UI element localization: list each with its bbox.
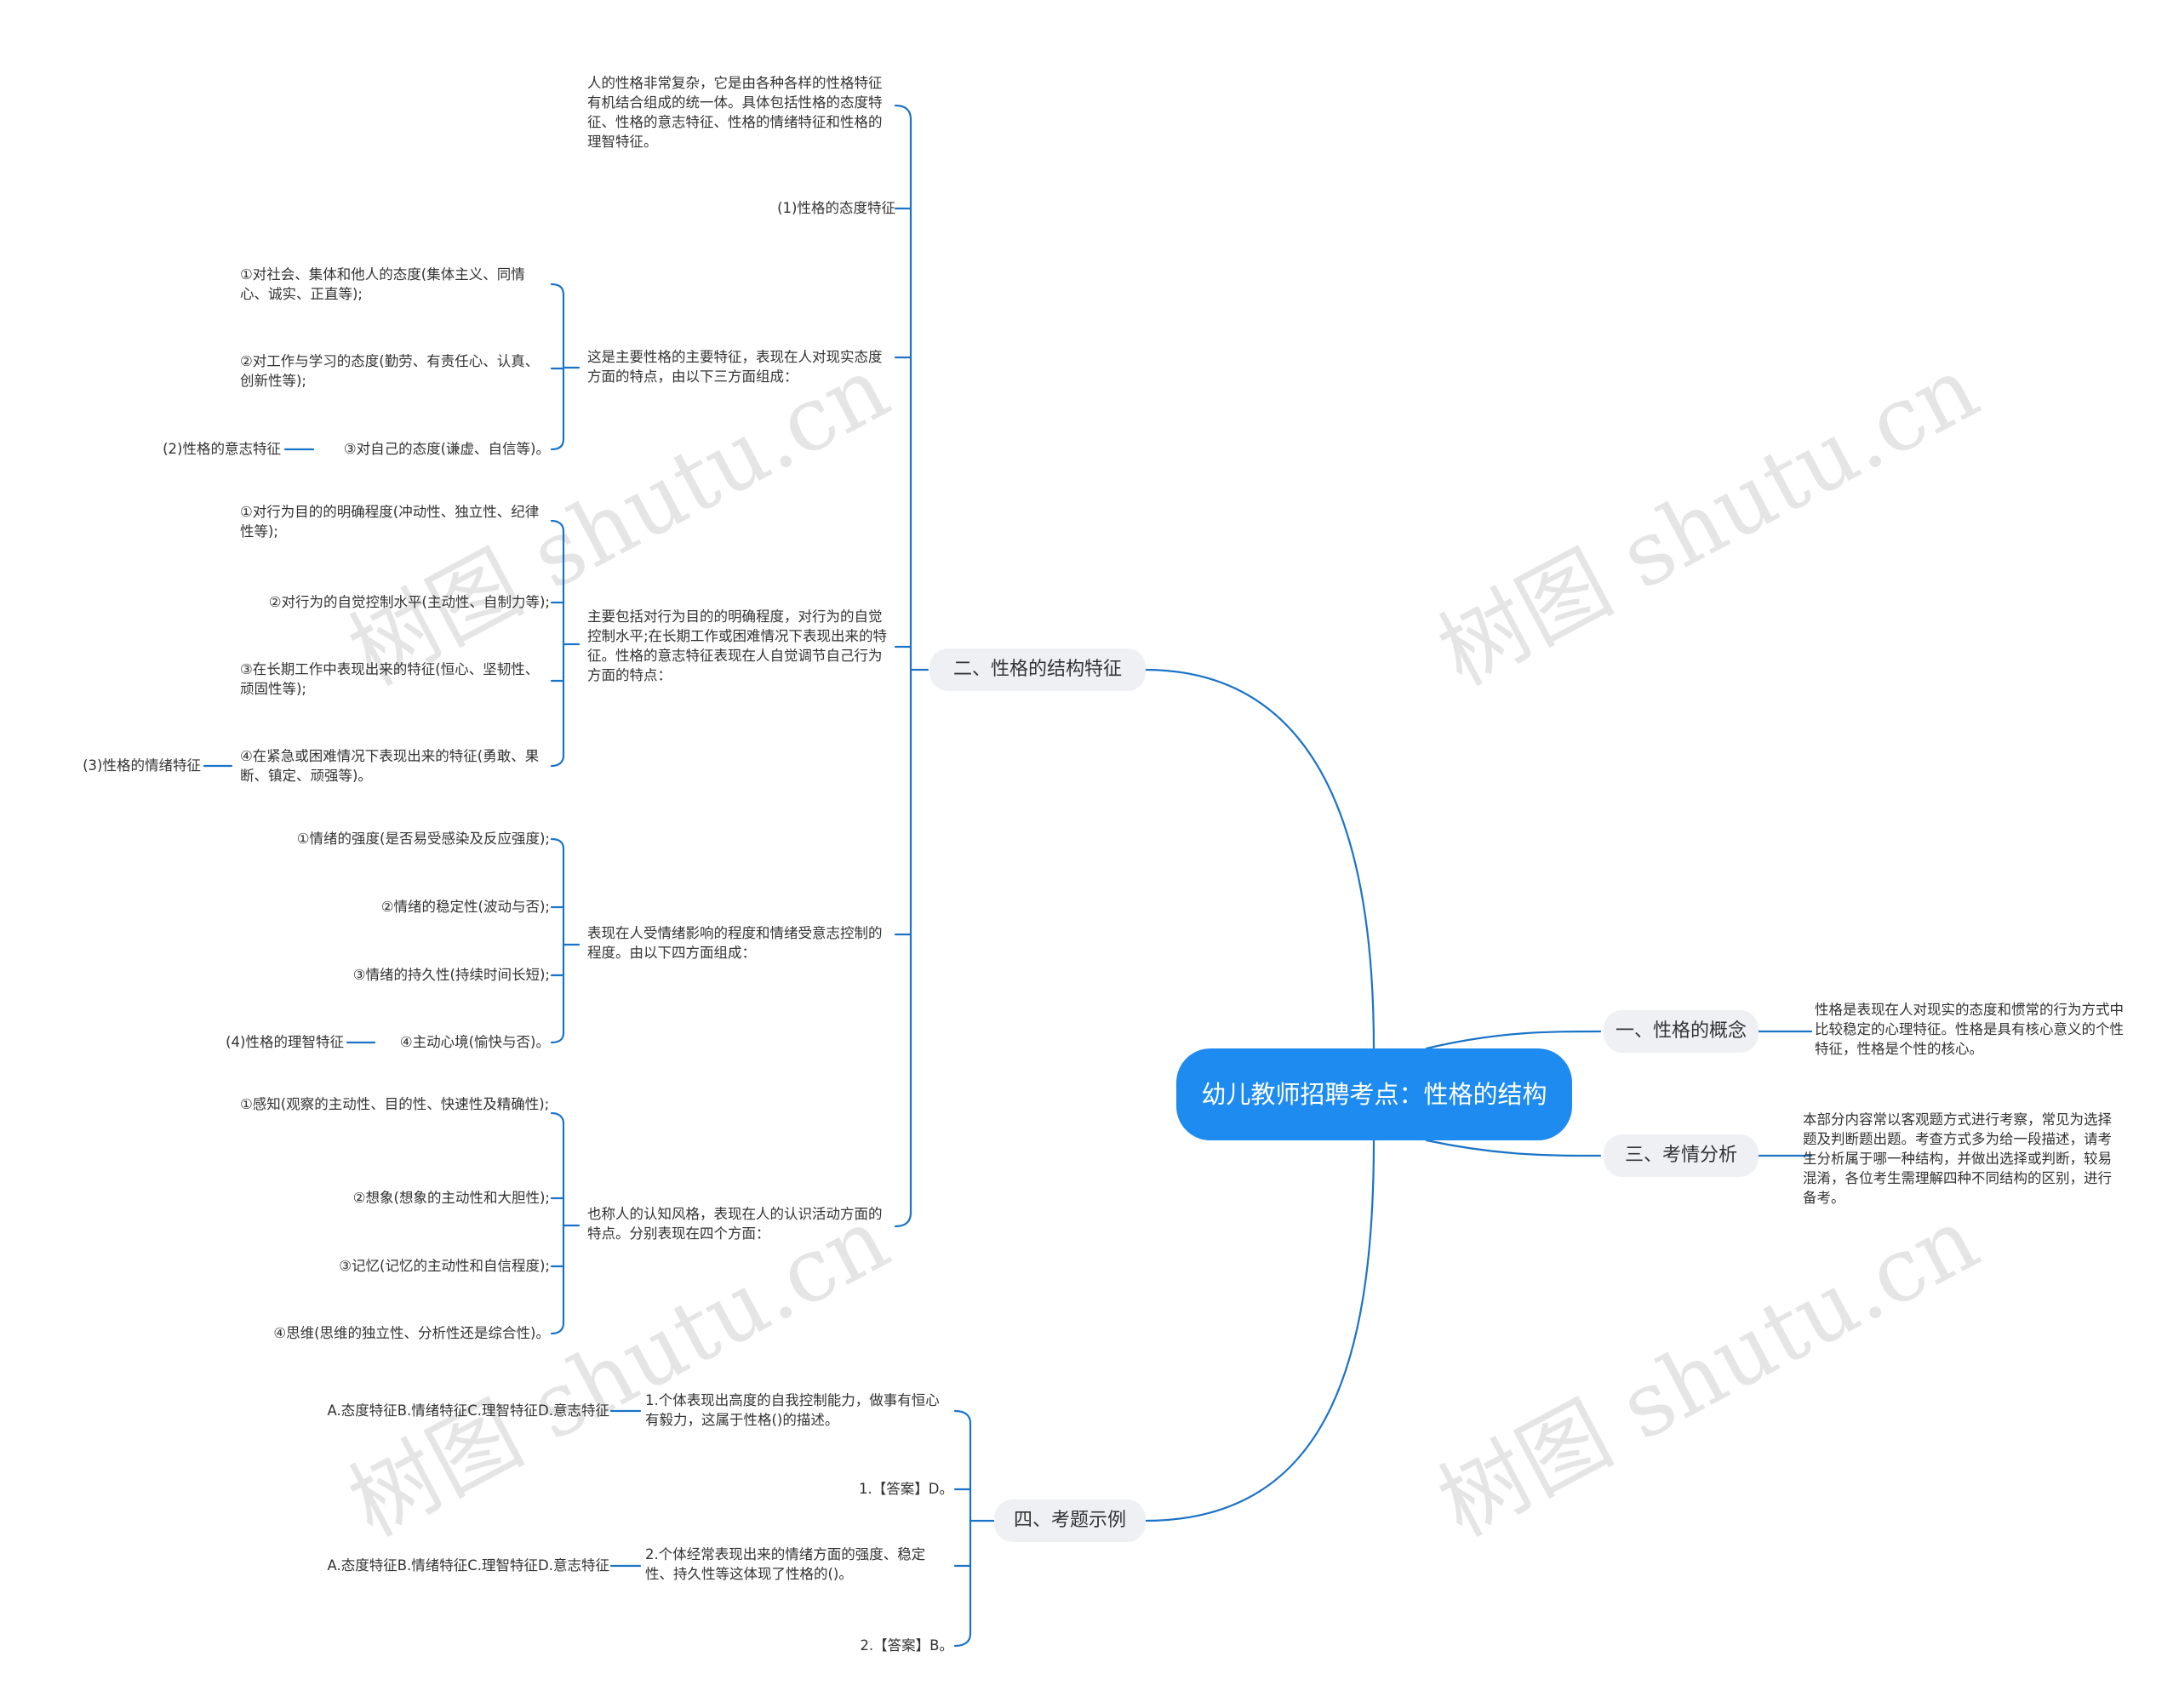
emotion-item-3: ③情绪的持久性(持续时间长短); — [352, 967, 550, 983]
edge-root-analysis — [1425, 1139, 1602, 1157]
emotion-item-2: ②情绪的稳定性(波动与否); — [380, 899, 550, 915]
emotion-title: (3)性格的情绪特征 — [83, 757, 201, 774]
emotion-item-1: ①情绪的强度(是否易受感染及反应强度); — [296, 831, 550, 847]
will-item-4: ④在紧急或困难情况下表现出来的特征(勇敢、果断、镇定、顽强等)。 — [240, 748, 540, 784]
edge-root-examples — [1143, 1139, 1375, 1522]
concept-text: 性格是表现在人对现实的态度和惯常的行为方式中比较稳定的心理特征。性格是具有核心意… — [1815, 1002, 2124, 1057]
intellect-item-3: ③记忆(记忆的主动性和自信程度); — [339, 1258, 550, 1274]
attitude-title: (1)性格的态度特征 — [777, 200, 895, 216]
emotion-item-4: ④主动心境(愉快与否)。 — [399, 1034, 550, 1050]
example-answer-2: 2.【答案】B。 — [860, 1637, 953, 1654]
intellect-item-2: ②想象(想象的主动性和大胆性); — [352, 1190, 550, 1206]
emotion-desc: 表现在人受情绪影响的程度和情绪受意志控制的程度。由以下四方面组成： — [587, 925, 883, 961]
attitude-item-3: ③对自己的态度(谦虚、自信等)。 — [343, 441, 550, 457]
example-answer-1: 1.【答案】D。 — [859, 1481, 953, 1497]
will-item-2: ②对行为的自觉控制水平(主动性、自制力等); — [268, 594, 550, 610]
will-title: (2)性格的意志特征 — [163, 441, 281, 457]
edge-root-structure — [1143, 668, 1375, 1050]
branch-analysis[interactable]: 三、考情分析 — [1604, 1134, 1759, 1177]
branch-concept[interactable]: 一、性格的概念 — [1604, 1010, 1759, 1053]
example-question-1: 1.个体表现出高度的自我控制能力，做事有恒心有毅力，这属于性格()的描述。 — [645, 1392, 940, 1428]
example-options-2: A.态度特征B.情绪特征C.理智特征D.意志特征 — [327, 1557, 609, 1574]
example-question-2: 2.个体经常表现出来的情绪方面的强度、稳定性、持久性等这体现了性格的()。 — [645, 1546, 926, 1582]
attitude-item-2: ②对工作与学习的态度(勤劳、有责任心、认真、创新性等); — [240, 353, 540, 389]
root-topic[interactable]: 幼儿教师招聘考点：性格的结构 — [1176, 1048, 1572, 1140]
will-item-1: ①对行为目的的明确程度(冲动性、独立性、纪律性等); — [240, 504, 540, 540]
intellect-item-4: ④思维(思维的独立性、分析性还是综合性)。 — [273, 1325, 550, 1341]
analysis-text: 本部分内容常以客观题方式进行考察，常见为选择题及判断题出题。考查方式多为给一段描… — [1803, 1111, 2112, 1206]
intellect-desc: 也称人的认知风格，表现在人的认识活动方面的特点。分别表现在四个方面： — [587, 1206, 883, 1242]
attitude-desc: 这是主要性格的主要特征，表现在人对现实态度方面的特点，由以下三方面组成： — [587, 349, 883, 385]
attitude-item-1: ①对社会、集体和他人的态度(集体主义、同情心、诚实、正直等); — [240, 266, 525, 302]
example-options-1: A.态度特征B.情绪特征C.理智特征D.意志特征 — [327, 1402, 609, 1419]
intellect-item-1: ①感知(观察的主动性、目的性、快速性及精确性); — [240, 1096, 550, 1112]
intellect-title: (4)性格的理智特征 — [226, 1034, 344, 1050]
branch-examples[interactable]: 四、考题示例 — [994, 1499, 1146, 1542]
edge-root-concept — [1425, 1030, 1602, 1050]
will-desc: 主要包括对行为目的的明确程度，对行为的自觉控制水平;在长期工作或困难情况下表现出… — [587, 608, 888, 683]
structure-intro: 人的性格非常复杂，它是由各种各样的性格特征有机结合组成的统一体。具体包括性格的态… — [587, 75, 883, 150]
will-item-3: ③在长期工作中表现出来的特征(恒心、坚韧性、顽固性等); — [240, 661, 540, 697]
branch-structure[interactable]: 二、性格的结构特征 — [929, 648, 1146, 691]
